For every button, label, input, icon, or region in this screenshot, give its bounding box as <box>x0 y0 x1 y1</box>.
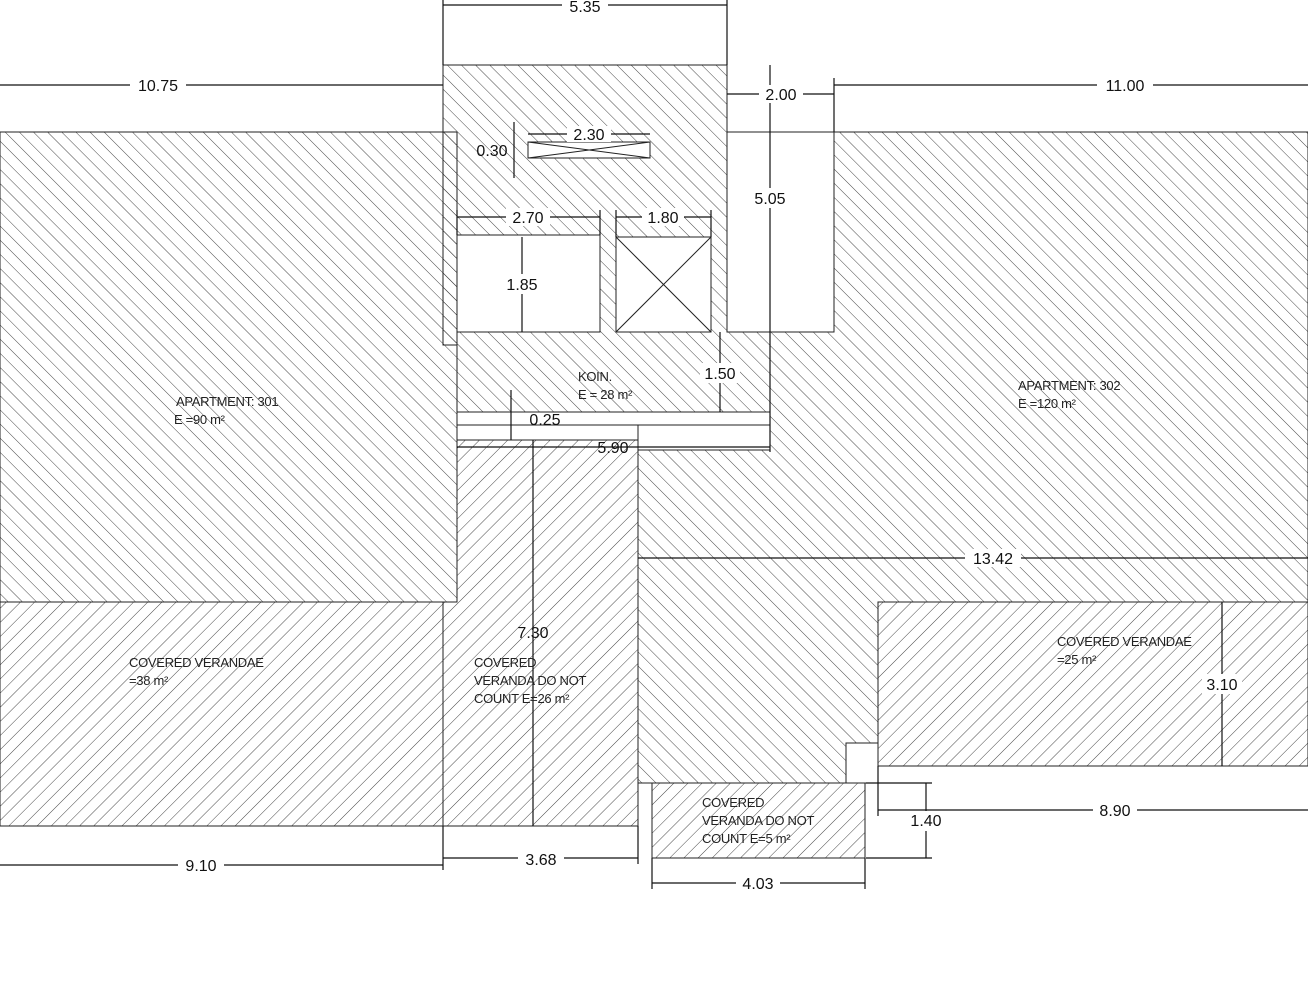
apartment-302-area-value: E =120 m² <box>1018 396 1077 411</box>
veranda-right-title: COVERED VERANDAE <box>1057 634 1192 649</box>
dim-veranda-7-30: 7.30 <box>517 625 548 642</box>
covered-veranda-right <box>877 601 1308 767</box>
dim-bottom-9-10: 9.10 <box>185 858 216 875</box>
dim-slot-2-30: 2.30 <box>573 127 604 144</box>
wall-strip <box>456 411 771 426</box>
dim-bottom-3-68: 3.68 <box>525 852 556 869</box>
veranda-small-line1: COVERED <box>702 795 764 810</box>
veranda-left-title: COVERED VERANDAE <box>129 655 264 670</box>
veranda-mid-line2: VERANDA DO NOT <box>474 673 586 688</box>
covered-veranda-small <box>651 782 866 859</box>
dim-room-1-85: 1.85 <box>506 277 537 294</box>
dim-gap-2-00: 2.00 <box>765 87 796 104</box>
dim-bottom-1-40: 1.40 <box>910 813 941 830</box>
dim-slot-0-30: 0.30 <box>476 143 507 160</box>
dim-right-3-10: 3.10 <box>1206 677 1237 694</box>
koin-area-value: E = 28 m² <box>578 387 633 402</box>
dim-room-2-70: 2.70 <box>512 210 543 227</box>
shaft-void <box>726 131 835 333</box>
veranda-mid-line3: COUNT E=26 m² <box>474 691 570 706</box>
area-labels: APARTMENT: 301 E =90 m² APARTMENT: 302 E… <box>129 369 1193 846</box>
dim-right-11-00: 11.00 <box>1106 78 1145 95</box>
corridor-gap <box>456 424 639 441</box>
dim-bottom-4-03: 4.03 <box>742 876 773 893</box>
dim-wall-0-25: 0.25 <box>529 412 560 429</box>
koin-title: KOIN. <box>578 369 612 384</box>
dim-left-10-75: 10.75 <box>138 78 178 95</box>
apartment-301-area-value: E =90 m² <box>174 412 226 427</box>
covered-veranda-left <box>0 601 444 827</box>
apartment-301-title: APARTMENT: 301 <box>176 394 278 409</box>
dim-lift-1-80: 1.80 <box>647 210 678 227</box>
veranda-mid-line1: COVERED <box>474 655 536 670</box>
veranda-small-line3: COUNT E=5 m² <box>702 831 791 846</box>
dim-corridor-5-90: 5.90 <box>597 440 628 457</box>
dim-top-5-35: 5.35 <box>569 0 600 16</box>
apartment-301-area <box>0 131 458 603</box>
dim-length-13-42: 13.42 <box>973 551 1013 568</box>
veranda-right-area: =25 m² <box>1057 652 1097 667</box>
dim-bottom-8-90: 8.90 <box>1099 803 1130 820</box>
dimension-text-backgrounds <box>130 0 1242 893</box>
veranda-left-area: =38 m² <box>129 673 169 688</box>
notch <box>845 742 879 784</box>
apartment-302-title: APARTMENT: 302 <box>1018 378 1120 393</box>
veranda-small-line2: VERANDA DO NOT <box>702 813 814 828</box>
dim-shaft-5-05: 5.05 <box>754 191 785 208</box>
dim-step-1-50: 1.50 <box>704 366 735 383</box>
dimension-texts: 5.35 10.75 11.00 2.00 5.05 2.30 0.30 2.7… <box>138 0 1238 893</box>
